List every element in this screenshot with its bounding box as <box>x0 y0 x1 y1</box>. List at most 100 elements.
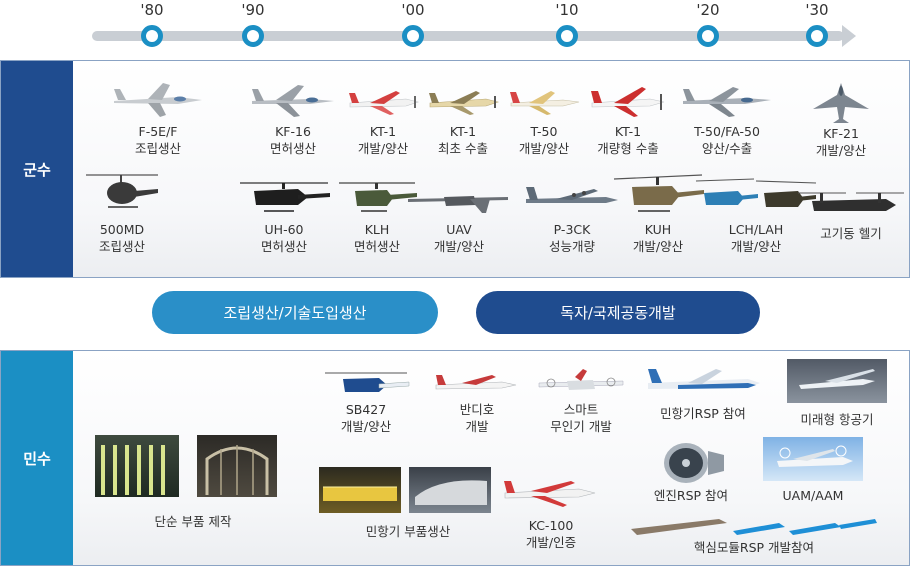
light-plane-icon <box>435 375 517 390</box>
helicopter-uh60: UH-60 면허생산 <box>229 173 339 255</box>
timeline-tick-2020: '20 <box>678 0 738 47</box>
aircraft-desc: 성능개량 <box>548 239 595 254</box>
aircraft-name: KT-1 <box>449 124 477 139</box>
aircraft-kt1-export: KT-1 최초 수출 <box>425 81 501 157</box>
aircraft-name: P-3CK <box>553 222 591 237</box>
civil-panel: 단순 부품 제작 SB427 개발/양산 반디호 개발 <box>73 351 909 565</box>
airliner-parts-item: 민항기 부품생산 <box>333 523 483 540</box>
timeline-tick-2010: '10 <box>537 0 597 47</box>
civil-label: 민수 <box>1 351 73 565</box>
uav: UAV 개발/양산 <box>401 181 517 255</box>
timeline: '80 '90 '00 '10 '20 '30 <box>0 0 910 58</box>
aircraft-desc: 조립생산 <box>98 239 145 254</box>
helicopter-icon <box>695 178 817 207</box>
aircraft-kt1-upgrade: KT-1 개량형 수출 <box>585 79 671 157</box>
light-plane-icon <box>504 481 596 507</box>
aircraft-kf21: KF-21 개발/양산 <box>793 79 889 159</box>
helicopter-icon <box>86 174 158 208</box>
aircraft-desc: 개발/양산 <box>730 239 782 254</box>
timeline-bar <box>92 31 844 41</box>
aircraft-name: F-5E/F <box>138 124 178 139</box>
drone-icon <box>408 196 508 213</box>
engine-rsp: 엔진RSP 참여 <box>641 441 741 504</box>
timeline-dot <box>556 25 578 47</box>
jet-icon <box>683 87 771 117</box>
aircraft-desc: 개발/양산 <box>815 143 867 158</box>
simple-parts-label: 단순 부품 제작 <box>154 514 232 529</box>
jet-icon <box>509 91 579 115</box>
timeline-arrow-icon <box>842 25 856 47</box>
helicopter-icon <box>240 182 330 212</box>
trainer-icon <box>591 87 665 117</box>
fighter-icon <box>813 83 869 123</box>
wing-modules-icon <box>631 519 877 535</box>
aircraft-name: KC-100 <box>528 518 574 533</box>
aircraft-name: KT-1 <box>369 124 397 139</box>
aircraft-name: T-50/FA-50 <box>694 124 760 139</box>
aircraft-name: KLH <box>364 222 390 237</box>
aircraft-fa50: T-50/FA-50 양산/수출 <box>675 77 779 157</box>
aircraft-name: UH-60 <box>264 222 304 237</box>
aircraft-desc: 개발/인증 <box>525 535 577 550</box>
year-label: '20 <box>696 1 720 19</box>
timeline-dot <box>242 25 264 47</box>
aircraft-kf16: KF-16 면허생산 <box>248 73 338 157</box>
helicopter-icon <box>339 182 417 212</box>
airliner-rsp-label: 민항기RSP 참여 <box>660 406 746 421</box>
parts-photo <box>95 435 179 497</box>
timeline-dot <box>141 25 163 47</box>
aircraft-name: 반디호 <box>459 402 495 417</box>
aircraft-t50: T-50 개발/양산 <box>506 81 582 157</box>
aircraft-name: KUH <box>644 222 672 237</box>
timeline-dot <box>806 25 828 47</box>
aircraft-name: UAV <box>446 222 472 237</box>
helicopter-icon <box>613 174 704 212</box>
aircraft-name: T-50 <box>530 124 558 139</box>
timeline-tick-1990: '90 <box>223 0 283 47</box>
airliner-icon <box>648 369 760 389</box>
timeline-tick-2000: '00 <box>383 0 443 47</box>
helicopter-klh: KLH 면허생산 <box>329 173 425 255</box>
aircraft-p3ck: P-3CK 성능개량 <box>519 173 625 255</box>
core-module-rsp: 핵심모듈RSP 개발참여 <box>629 513 879 556</box>
smart-uav: 스마트 무인기 개발 <box>531 365 631 435</box>
aircraft-desc: 개발/양산 <box>433 239 485 254</box>
airliner-rsp: 민항기RSP 참여 <box>641 361 765 422</box>
airliner-parts-label: 민항기 부품생산 <box>365 524 451 539</box>
timeline-tick-1980: '80 <box>122 0 182 47</box>
timeline-dot <box>697 25 719 47</box>
uam-label: UAM/AAM <box>782 488 844 503</box>
aircraft-name: KF-16 <box>275 124 311 139</box>
aircraft-desc: 면허생산 <box>260 239 307 254</box>
year-label: '80 <box>140 1 164 19</box>
year-label: '10 <box>555 1 579 19</box>
patrol-plane-icon <box>526 187 618 203</box>
aircraft-name: 500MD <box>99 222 145 237</box>
aircraft-kt1: KT-1 개발/양산 <box>343 81 423 157</box>
helicopter-kuh: KUH 개발/양산 <box>606 171 710 255</box>
simple-parts-item: 단순 부품 제작 <box>113 513 273 530</box>
aircraft-desc: 개발/양산 <box>632 239 684 254</box>
aircraft-bandiho: 반디호 개발 <box>429 367 525 435</box>
aircraft-name: 스마트 <box>563 402 599 417</box>
phase-assembly-pill: 조립생산/기술도입생산 <box>152 291 438 334</box>
helicopter-lch-lah: LCH/LAH 개발/양산 <box>689 171 823 255</box>
nacelle-photo <box>409 467 491 513</box>
year-label: '90 <box>241 1 265 19</box>
future-aircraft-label: 미래형 항공기 <box>800 412 874 427</box>
uam-photo <box>763 437 863 481</box>
fuselage-photo <box>197 435 277 497</box>
timeline-tick-2030: '30 <box>787 0 847 47</box>
aircraft-name: SB427 <box>345 402 387 417</box>
uam-aam: UAM/AAM <box>763 437 863 504</box>
aircraft-desc: 면허생산 <box>269 141 316 156</box>
aircraft-desc: 면허생산 <box>353 239 400 254</box>
military-label: 군수 <box>1 61 73 277</box>
military-panel: F-5E/F 조립생산 KF-16 면허생산 KT-1 개발 <box>73 61 909 277</box>
aircraft-name: 고기동 헬기 <box>820 226 882 241</box>
aircraft-desc: 최초 수출 <box>438 141 488 156</box>
core-module-label: 핵심모듈RSP 개발참여 <box>693 540 815 555</box>
aircraft-desc: 개량형 수출 <box>597 141 659 156</box>
aircraft-name: KT-1 <box>614 124 642 139</box>
helicopter-500md: 500MD 조립생산 <box>79 167 165 255</box>
